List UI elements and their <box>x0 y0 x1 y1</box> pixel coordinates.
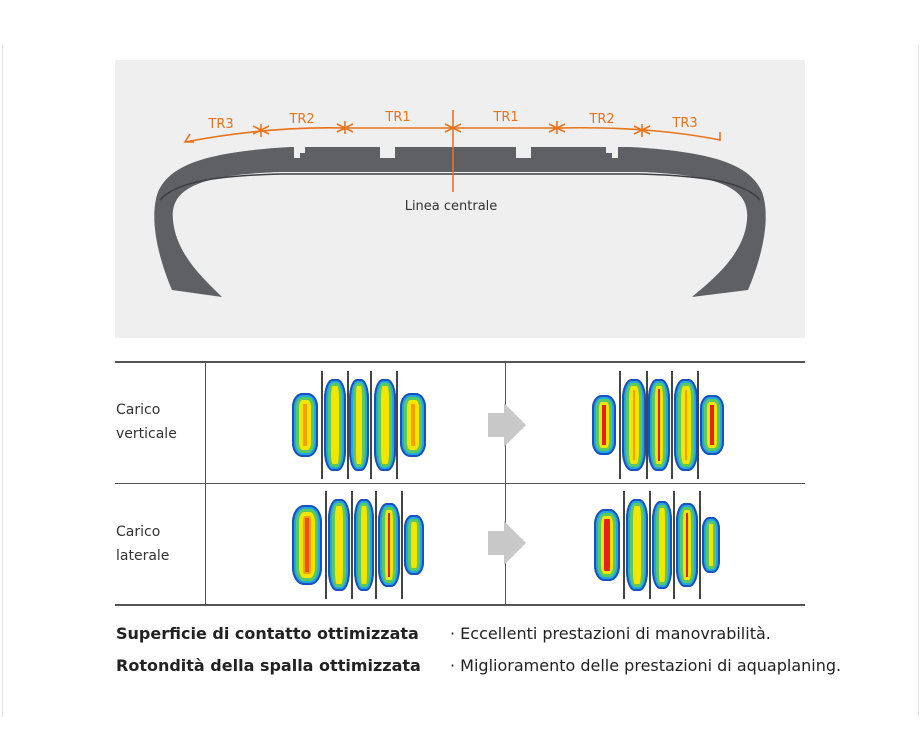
zone-label-tr1-right: TR1 <box>492 110 518 125</box>
tire-cross-section-diagram: TR3 TR2 TR1 TR1 TR2 TR3 Linea centrale <box>154 110 766 297</box>
footprint-rib <box>626 499 648 591</box>
tread-grooves <box>294 146 618 158</box>
footprint-rib <box>404 515 424 575</box>
footprint-rib <box>592 395 616 455</box>
footprint-rib <box>292 505 322 585</box>
footprint-groove <box>646 371 648 479</box>
page-border-right <box>918 45 919 717</box>
page-border-left <box>2 45 3 717</box>
row-label-line: verticale <box>116 426 177 442</box>
footprint-groove <box>671 371 673 479</box>
footprint-rib <box>700 395 724 455</box>
footprint-rib <box>378 503 400 587</box>
footprint-rib <box>652 501 672 589</box>
footprint-rib <box>328 499 350 591</box>
tire-cross-section-panel: TR3 TR2 TR1 TR1 TR2 TR3 Linea centrale <box>115 60 805 338</box>
footprint-groove <box>401 491 403 599</box>
footprint-groove <box>370 371 372 479</box>
footprint-rib <box>702 517 720 573</box>
footprint-rib <box>648 379 670 471</box>
zone-label-tr1-left: TR1 <box>384 110 410 125</box>
footprint-groove <box>396 371 398 479</box>
footprint-rib <box>374 379 396 471</box>
feature-title: Superficie di contatto ottimizzata <box>116 624 419 643</box>
footprint-groove <box>321 371 323 479</box>
footprint-groove <box>619 371 621 479</box>
footprint-groove <box>699 491 701 599</box>
footprint-groove <box>649 491 651 599</box>
table-top-border <box>115 361 805 363</box>
footprint-groove <box>375 491 377 599</box>
row-label-vertical-load: Carico verticale <box>116 398 177 446</box>
footprint-groove <box>697 371 699 479</box>
footprint-rib <box>674 379 698 471</box>
footprint-rib <box>622 379 646 471</box>
feature-title: Rotondità della spalla ottimizzata <box>116 656 421 675</box>
footprint-rib <box>324 379 346 471</box>
tire-profile <box>154 147 766 297</box>
footprint-rib <box>676 503 698 587</box>
row-label-lateral-load: Carico laterale <box>116 520 169 568</box>
table-row-divider <box>115 483 805 484</box>
footprint-groove <box>351 491 353 599</box>
footprint-groove <box>623 491 625 599</box>
footprint-rib <box>292 393 318 457</box>
footprint-rib <box>400 393 426 457</box>
zone-label-tr2-right: TR2 <box>588 112 614 127</box>
footprint-rib <box>354 499 374 591</box>
row-label-line: laterale <box>116 548 170 564</box>
table-column-divider <box>505 362 506 605</box>
table-bottom-border <box>115 604 805 606</box>
table-column-divider <box>205 362 206 605</box>
feature-description: · Miglioramento delle prestazioni di aqu… <box>450 656 842 675</box>
zone-dimension-arrows <box>183 110 721 192</box>
zone-label-tr3-left: TR3 <box>207 117 233 132</box>
row-label-line: Carico <box>116 402 161 418</box>
footprint-rib <box>349 379 369 471</box>
arrow-right-icon <box>488 521 526 565</box>
center-line-label: Linea centrale <box>405 199 498 214</box>
zone-label-tr3-right: TR3 <box>671 116 697 131</box>
footprint-groove <box>673 491 675 599</box>
feature-description: · Eccellenti prestazioni di manovrabilit… <box>450 624 771 643</box>
footprint-groove <box>347 371 349 479</box>
zone-label-tr2-left: TR2 <box>288 112 314 127</box>
arrow-right-icon <box>488 403 526 447</box>
row-label-line: Carico <box>116 524 161 540</box>
footprint-groove <box>325 491 327 599</box>
footprint-rib <box>594 509 620 581</box>
